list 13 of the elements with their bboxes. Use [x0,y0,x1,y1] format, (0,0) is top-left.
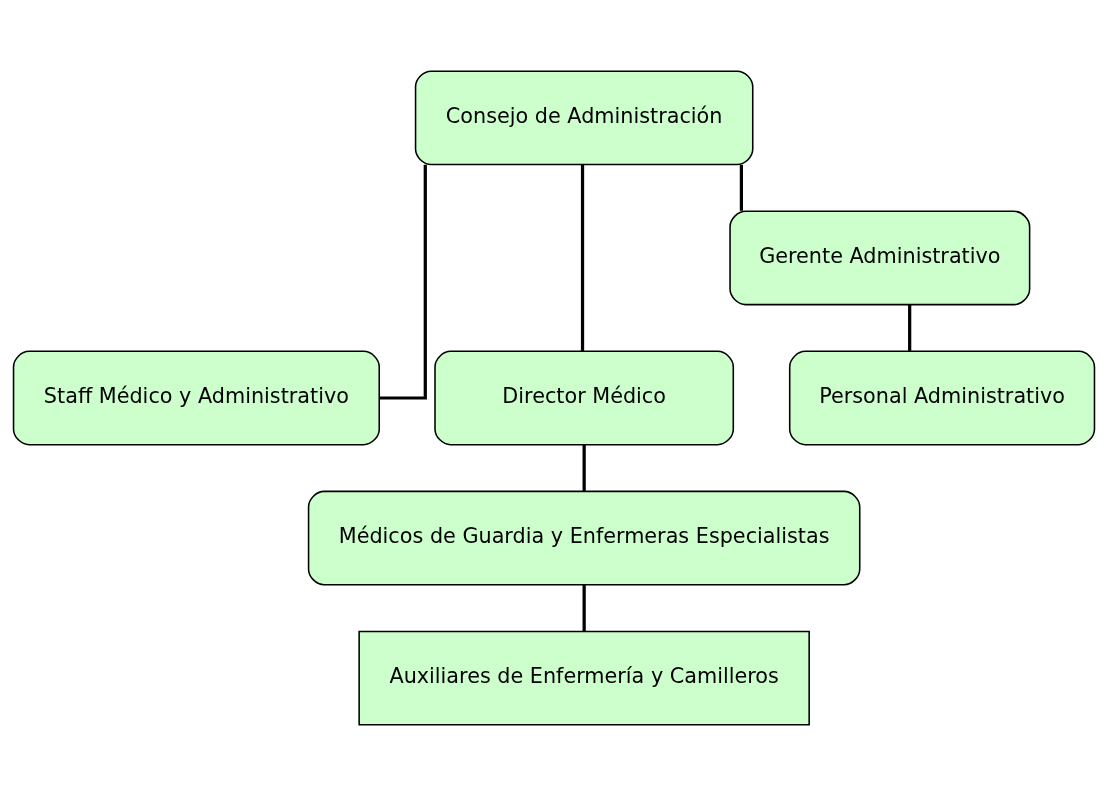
connector [580,164,585,351]
node-box: Personal Administrativo [788,350,1096,445]
connector [582,444,586,491]
node-box: Auxiliares de Enfermería y Camilleros [358,630,810,726]
node-box: Consejo de Administración [414,69,754,165]
connector [739,164,743,211]
connector [379,164,427,400]
node-box: Staff Médico y Administrativo [12,350,381,445]
connector [908,304,912,351]
node-box: Médicos de Guardia y Enfermeras Especialistas [307,490,861,586]
node-box: Director Médico [434,350,735,445]
node-box: Gerente Administrativo [729,209,1031,305]
connector [582,584,586,631]
